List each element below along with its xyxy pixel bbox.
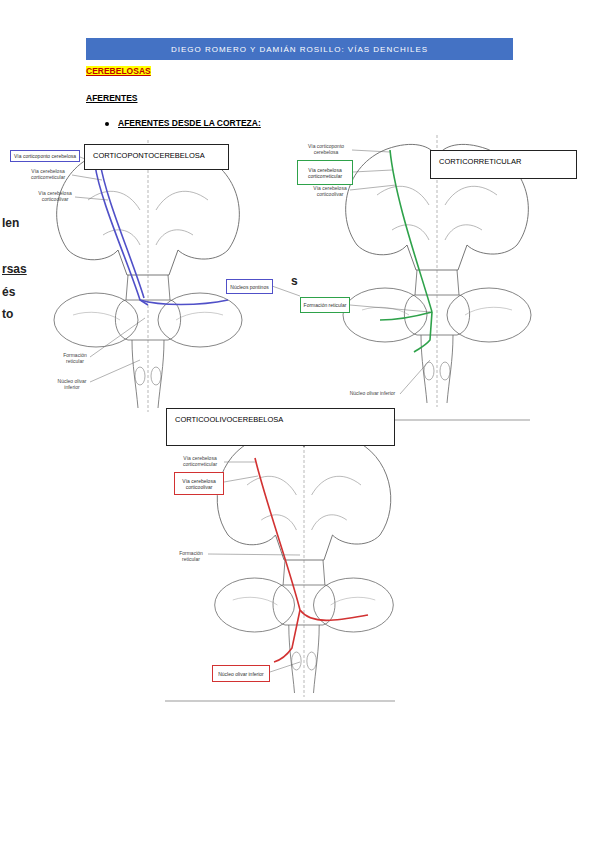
cropped-text: len [2, 216, 19, 230]
figure-title-box: CORTICOPONTOCEREBELOSA [84, 144, 229, 170]
illustration-line [208, 554, 300, 555]
green-pathway [380, 150, 432, 352]
structure-label: Vía cerebelosa corticoolivar [34, 190, 76, 202]
illustration-line [350, 185, 396, 190]
bullet [105, 122, 109, 126]
label-box: Vía corticoponto cerebelosa [10, 150, 80, 162]
illustration-line [75, 197, 108, 200]
illustration-line [224, 476, 258, 482]
brainstem-figure [54, 140, 242, 412]
brainstem-figure [215, 425, 394, 697]
cropped-text: to [2, 307, 13, 321]
illustration-line [255, 458, 300, 610]
illustration-line [380, 312, 432, 320]
illustration-line [352, 150, 390, 152]
illustration-line [353, 170, 392, 172]
illustration-line [390, 150, 432, 312]
structure-label: Formación reticular [58, 352, 92, 364]
structure-label: Formación reticular [174, 550, 208, 562]
figure-title-box: CORTICORRETICULAR [430, 150, 577, 179]
illustration-line [72, 175, 102, 180]
label-box: Formación reticular [300, 297, 350, 313]
separator [165, 700, 395, 702]
structure-label: Vía cerebelosa corticorreticular [176, 455, 224, 467]
structure-name: Núcleos pontinos [230, 284, 268, 290]
section-heading: CEREBELOSAS [86, 66, 151, 76]
illustration-line [414, 312, 432, 352]
structure-label: Núcleo olivar inferior [345, 390, 400, 396]
structure-label: Núcleo olivar inferior [52, 378, 92, 390]
figure-title: CORTICOOLIVOCEREBELOSA [175, 415, 283, 424]
header-band [86, 38, 513, 60]
illustration-line [224, 462, 255, 463]
illustration-line [100, 162, 144, 298]
label-box: Vía cerebelosa corticorreticular [297, 160, 353, 185]
label-box: Vía cerebelosa corticoolivar [174, 472, 224, 495]
structure-name: Vía cerebelosa corticoolivar [177, 478, 221, 490]
illustration-line [300, 610, 368, 620]
cropped-text: s [291, 274, 298, 288]
red-pathway [255, 458, 368, 662]
illustration-line [400, 360, 430, 394]
blue-pathway [95, 162, 228, 305]
illustration-line [274, 610, 300, 662]
leader-lines [72, 150, 430, 672]
label-box: Núcleo olivar inferior [212, 665, 270, 682]
illustration-line [90, 360, 140, 382]
structure-label: Vía cerebelosa corticorreticular [24, 168, 72, 180]
cropped-text: rsas [2, 262, 27, 276]
cropped-text: és [2, 285, 15, 299]
illustration-line [270, 662, 300, 672]
structure-name: Formación reticular [304, 302, 347, 308]
structure-name: Vía cerebelosa corticorreticular [300, 167, 350, 179]
subsection-heading: AFERENTES DESDE LA CORTEZA: [118, 118, 261, 128]
illustration-line [350, 305, 430, 312]
figure-title: CORTICOPONTOCEREBELOSA [93, 151, 205, 160]
figure-title: CORTICORRETICULAR [439, 157, 521, 166]
figure-title-box: CORTICOOLIVOCEREBELOSA [166, 408, 395, 446]
structure-name: Vía corticoponto cerebelosa [14, 153, 76, 159]
subsection-heading: AFERENTES [86, 93, 137, 103]
illustration-line [90, 318, 145, 357]
structure-label: Vía cerebelosa corticoolivar [310, 185, 350, 197]
header-title: DIEGO ROMERO Y DAMIÁN ROSILLO: VÍAS DENC… [86, 38, 513, 60]
label-box: Núcleos pontinos [226, 279, 273, 294]
structure-name: Núcleo olivar inferior [218, 671, 264, 677]
structure-label: Vía corticoponto cerebelosa [300, 143, 352, 155]
illustration-line [140, 300, 228, 305]
